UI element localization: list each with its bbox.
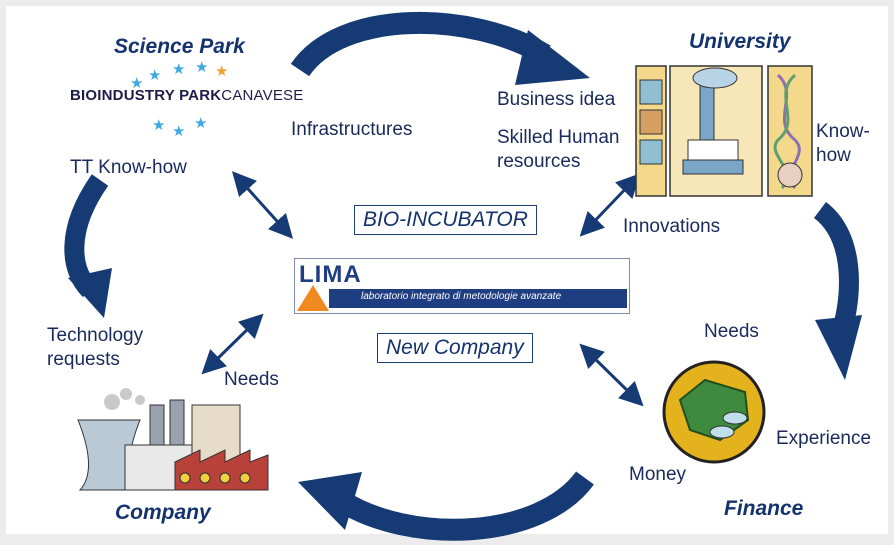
node-university: University xyxy=(689,30,791,53)
cycle-arrow-bottom xyxy=(298,471,594,541)
label-knowhow-line1: Know- xyxy=(816,121,870,142)
bioindustry-park-logo: BIOINDUSTRY PARKCANAVESE xyxy=(70,87,303,104)
double-arrow-company xyxy=(201,313,264,375)
label-skilled-line1: Skilled Human xyxy=(497,127,620,148)
svg-text:★: ★ xyxy=(172,122,185,140)
lima-logo-word: LIMA xyxy=(299,261,362,288)
label-technology-line2: requests xyxy=(47,349,120,370)
cycle-arrow-top xyxy=(290,11,590,85)
svg-text:★: ★ xyxy=(148,66,161,84)
svg-text:★: ★ xyxy=(172,60,185,78)
svg-text:★: ★ xyxy=(130,74,143,92)
bio-incubator-label: BIO-INCUBATOR xyxy=(354,205,537,235)
university-illustration xyxy=(635,65,813,197)
lima-logo-bar xyxy=(329,289,627,308)
label-technology-line1: Technology xyxy=(47,325,144,346)
money-illustration xyxy=(662,360,766,464)
label-needs-company: Needs xyxy=(224,369,279,390)
node-company: Company xyxy=(115,501,211,524)
cycle-arrow-left xyxy=(64,174,112,318)
double-arrow-finance xyxy=(579,343,644,407)
logo-stars: ★ ★ ★ ★ ★ ★ ★ ★ xyxy=(130,58,228,140)
label-money: Money xyxy=(629,464,687,485)
svg-text:★: ★ xyxy=(215,62,228,80)
factory-illustration xyxy=(77,388,269,491)
new-company-label: New Company xyxy=(377,333,533,363)
label-experience: Experience xyxy=(776,428,872,449)
bioindustry-logo-light: CANAVESE xyxy=(221,87,304,104)
bioindustry-logo-bold: BIOINDUSTRY PARK xyxy=(70,87,222,104)
lima-logo-triangle xyxy=(297,285,329,311)
double-arrow-science-park xyxy=(231,171,294,239)
label-business-idea: Business idea xyxy=(497,89,616,110)
cycle-arrow-right xyxy=(813,202,862,380)
label-knowhow-line2: how xyxy=(816,145,851,166)
label-skilled-line2: resources xyxy=(497,151,581,172)
svg-text:★: ★ xyxy=(152,116,165,134)
label-infrastructures: Infrastructures xyxy=(291,119,413,140)
label-needs-finance: Needs xyxy=(704,321,759,342)
label-tt-knowhow: TT Know-how xyxy=(70,157,187,178)
lima-logo: LIMA laboratorio integrato di metodologi… xyxy=(294,258,630,314)
node-finance: Finance xyxy=(724,497,804,520)
label-innovations: Innovations xyxy=(623,216,721,237)
lima-logo-subtitle: laboratorio integrato di metodologie ava… xyxy=(361,291,562,302)
double-arrow-university xyxy=(579,173,641,237)
node-science-park: Science Park xyxy=(114,35,245,58)
svg-text:★: ★ xyxy=(195,58,208,76)
svg-text:★: ★ xyxy=(194,114,207,132)
